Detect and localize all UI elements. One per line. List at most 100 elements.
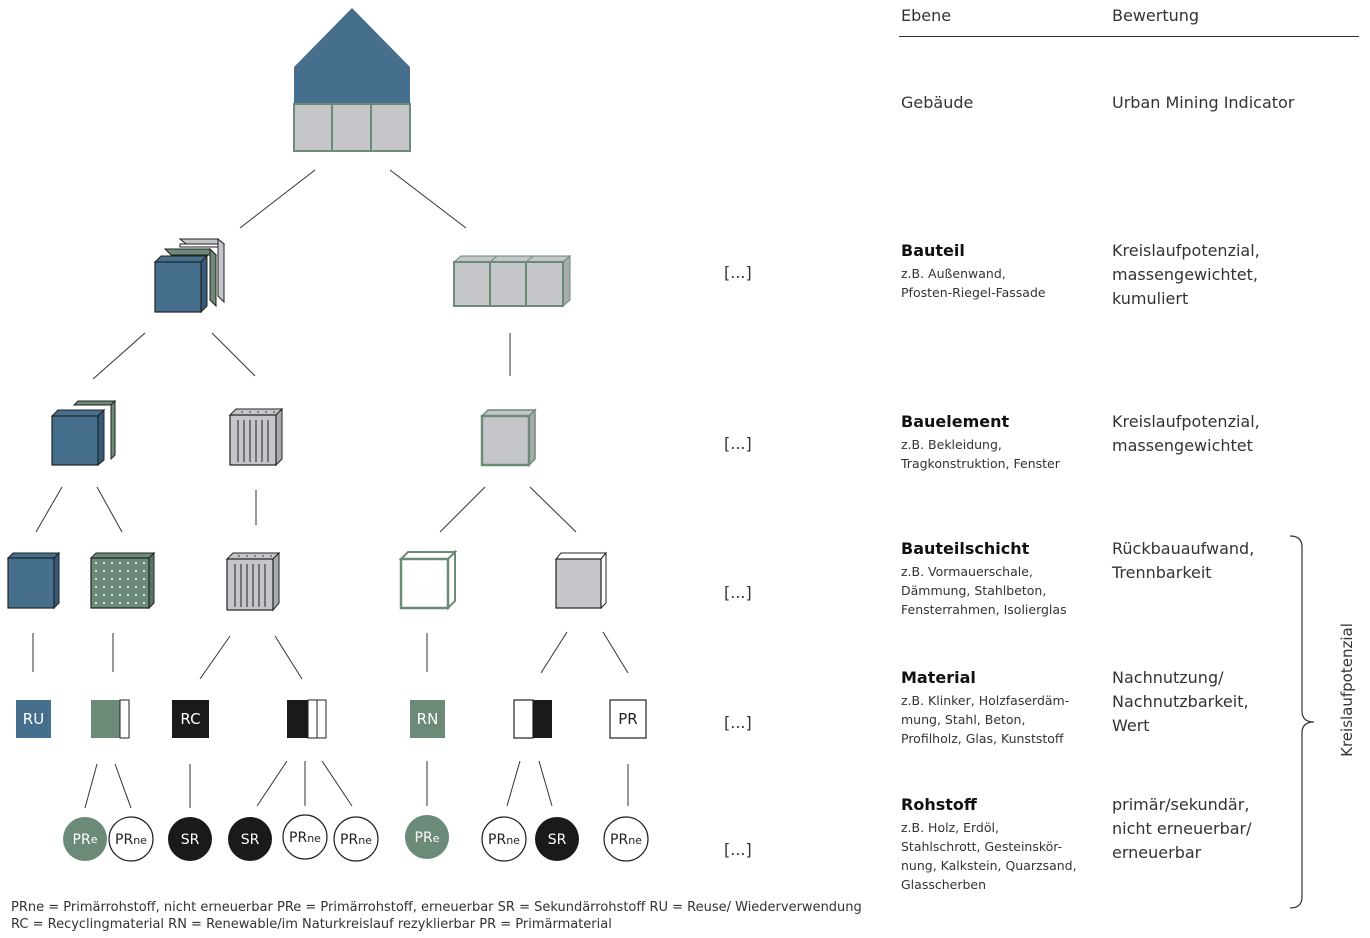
prne-main: PR (289, 830, 307, 846)
exterior-wall-component-icon (153, 237, 226, 314)
level-examples-rohstoff: z.B. Holz, Erdöl, Stahlschrott, Gesteins… (901, 820, 1077, 892)
level-rating-bauelement: Kreislaufpotenzial, massengewichtet (1112, 412, 1260, 455)
raw-material-sr-3: SR (535, 817, 579, 861)
prne-sub: ne (358, 834, 372, 847)
insulation-dot (111, 602, 113, 604)
legend: PRne = Primärrohstoff, nicht erneuerbar … (11, 900, 862, 932)
reinforced-concrete-layer-icon (225, 551, 281, 612)
ellipsis-bauelement: [...] (724, 434, 752, 453)
raw-material-sr-2: SR (228, 817, 272, 861)
prne-sub: ne (307, 832, 321, 845)
ellipsis-material: [...] (724, 713, 752, 732)
insulation-dot (111, 578, 113, 580)
level-examples-bauteil: z.B. Außenwand, Pfosten-Riegel-Fassade (901, 266, 1046, 300)
insulation-dot (143, 562, 145, 564)
insulation-dot (95, 586, 97, 588)
facade-component-icon (452, 254, 572, 308)
sr-label: SR (181, 832, 200, 848)
material-rn-label: RN (417, 710, 439, 728)
insulation-dot (135, 602, 137, 604)
material-rn-box: RN (410, 700, 445, 738)
insulation-dot (95, 570, 97, 572)
level-rating-rohstoff: primär/sekundär, nicht erneuerbar/ erneu… (1112, 795, 1252, 862)
insulation-dot (127, 602, 129, 604)
material-white-black-box (513, 699, 552, 739)
level-name-rohstoff: Rohstoff (901, 795, 977, 814)
prne-main: PR (340, 832, 358, 848)
insulation-dot (111, 586, 113, 588)
header-rule (899, 36, 1359, 37)
ellipsis-bauteilschicht: [...] (724, 583, 752, 602)
insulation-dot (119, 570, 121, 572)
prne-main: PR (488, 832, 506, 848)
raw-material-pre-1: PRe (63, 817, 107, 861)
insulation-dot (103, 594, 105, 596)
insulation-dot (143, 570, 145, 572)
insulation-dot (143, 578, 145, 580)
prne-main: PR (115, 832, 133, 848)
level-examples-bauelement: z.B. Bekleidung, Tragkonstruktion, Fenst… (901, 437, 1060, 471)
material-pr-label: PR (618, 710, 637, 728)
insulation-dot (111, 570, 113, 572)
insulation-dot (135, 562, 137, 564)
header-bewertung: Bewertung (1112, 6, 1200, 25)
raw-material-pre-2: PRe (405, 815, 449, 859)
material-green-white-box (91, 699, 130, 739)
svg-text:PRne: PRne (488, 832, 520, 848)
insulation-dot (103, 602, 105, 604)
prne-sub: ne (133, 834, 147, 847)
svg-text:PRne: PRne (289, 830, 321, 846)
prne-sub: ne (506, 834, 520, 847)
level-name-bauelement: Bauelement (901, 412, 1010, 431)
raw-material-prne-5: PRne (603, 816, 649, 862)
insulation-dot (127, 562, 129, 564)
level-examples-bauteilschicht: z.B. Vormauerschale, Dämmung, Stahlbeton… (901, 564, 1067, 617)
facing-shell-layer-icon (6, 551, 61, 610)
insulation-dot (127, 578, 129, 580)
svg-text:PRe: PRe (415, 830, 440, 846)
material-ru-box: RU (16, 700, 51, 738)
pre-main: PR (415, 830, 433, 846)
prne-main: PR (610, 832, 628, 848)
insulation-dot (103, 562, 105, 564)
level-examples-material: z.B. Klinker, Holzfaserdäm- mung, Stahl,… (901, 693, 1070, 746)
insulation-dot (95, 594, 97, 596)
window-frame-layer-icon (398, 549, 458, 611)
insulation-dot (103, 586, 105, 588)
level-rating-bauteilschicht: Rückbauaufwand, Trennbarkeit (1112, 539, 1255, 582)
insulation-dot (127, 594, 129, 596)
level-name-bauteil: Bauteil (901, 241, 965, 260)
svg-text:PRe: PRe (73, 832, 98, 848)
insulation-dot (95, 562, 97, 564)
insulation-dot (103, 578, 105, 580)
window-element-icon (480, 408, 537, 467)
hierarchy-diagram: RU RC RN PR PRe PRne SR SR (6, 8, 649, 862)
building-icon (293, 8, 411, 152)
prne-sub: ne (628, 834, 642, 847)
insulation-dot (119, 586, 121, 588)
insulation-dot (119, 594, 121, 596)
svg-text:PRne: PRne (115, 832, 147, 848)
insulation-dot (135, 586, 137, 588)
raw-material-prne-3: PRne (333, 816, 379, 862)
material-pr-box: PR (609, 699, 647, 739)
insulation-dot (111, 594, 113, 596)
material-black-white-box (287, 699, 327, 739)
pre-sub: e (433, 832, 440, 845)
raw-material-sr-1: SR (168, 817, 212, 861)
header-ebene: Ebene (901, 6, 952, 25)
insulation-dot (135, 570, 137, 572)
bracket-label: Kreislaufpotenzial (1338, 623, 1356, 757)
insulation-dot (119, 602, 121, 604)
insulation-dot (95, 578, 97, 580)
pre-sub: e (91, 833, 98, 846)
material-rc-label: RC (180, 710, 200, 728)
load-bearing-structure-icon (228, 407, 284, 467)
material-ru-label: RU (23, 710, 44, 728)
pre-main: PR (73, 832, 91, 848)
insulation-dot (135, 578, 137, 580)
level-rating-gebaeude: Urban Mining Indicator (1112, 93, 1295, 112)
insulation-dot (95, 602, 97, 604)
insulation-dot (119, 578, 121, 580)
insulating-glass-layer-icon (554, 551, 608, 610)
